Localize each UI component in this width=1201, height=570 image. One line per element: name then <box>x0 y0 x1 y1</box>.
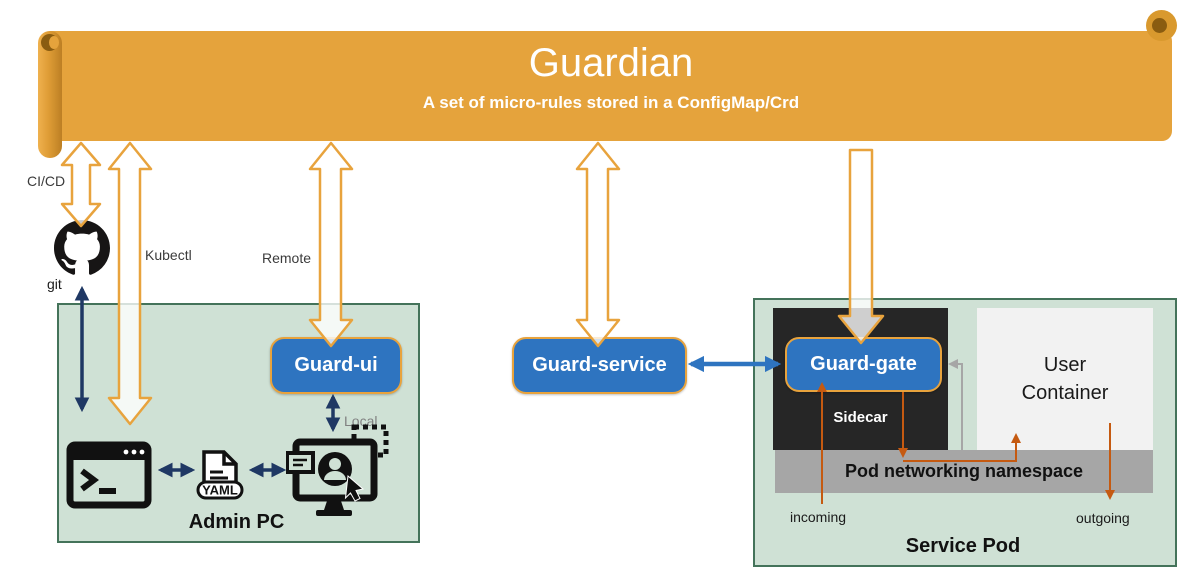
service-pod-title: Service Pod <box>905 535 1021 557</box>
terminal-icon <box>66 441 152 509</box>
admin-computer-icon <box>286 424 389 516</box>
admin-pc-title: Admin PC <box>188 511 285 533</box>
banner-title: Guardian <box>528 41 694 85</box>
guard-service-node: Guard-service <box>512 337 687 394</box>
pod-networking-namespace-label: Pod networking namespace <box>844 461 1084 481</box>
kubectl-label: Kubectl <box>145 247 192 263</box>
guard-ui-label: Guard-ui <box>294 354 378 376</box>
user-container-label-line2: Container <box>1021 382 1109 404</box>
scroll-curl-left-highlight <box>49 36 59 49</box>
user-container-label-line1: User <box>1043 354 1087 376</box>
guard-gate-node: Guard-gate <box>785 337 942 392</box>
yaml-file-icon: YAML <box>196 450 244 500</box>
cicd-label: CI/CD <box>27 173 66 189</box>
arrow-banner-guardservice <box>575 141 621 348</box>
guard-gate-label: Guard-gate <box>810 353 917 375</box>
remote-label: Remote <box>262 250 312 266</box>
guard-ui-node: Guard-ui <box>270 337 402 394</box>
user-container-box: User Container <box>977 308 1153 450</box>
banner-subtitle: A set of micro-rules stored in a ConfigM… <box>422 93 800 112</box>
incoming-label: incoming <box>790 509 847 525</box>
github-git-icon <box>54 220 110 275</box>
arrow-banner-git-cicd <box>60 141 102 228</box>
yaml-badge-text: YAML <box>202 483 238 498</box>
sidecar-label: Sidecar <box>833 409 888 426</box>
guard-service-label: Guard-service <box>532 354 667 376</box>
scroll-roll-left <box>38 31 62 158</box>
pod-networking-namespace-bar: Pod networking namespace <box>775 450 1153 493</box>
outgoing-label: outgoing <box>1076 510 1130 526</box>
scroll-curl-right-shadow <box>1152 18 1167 33</box>
guardian-banner: Guardian A set of micro-rules stored in … <box>50 31 1172 141</box>
git-label: git <box>47 276 62 292</box>
